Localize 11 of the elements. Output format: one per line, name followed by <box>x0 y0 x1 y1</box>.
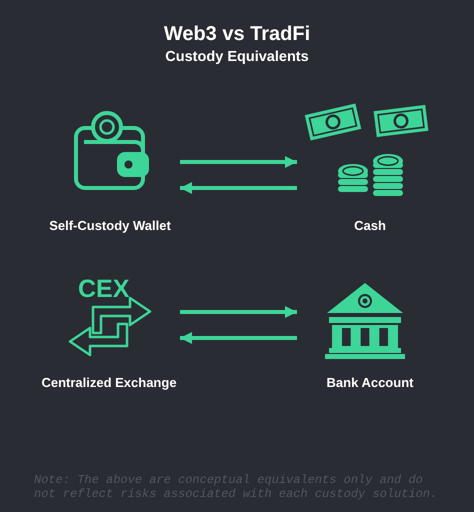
arrow <box>180 332 297 344</box>
node-label: Bank Account <box>326 375 414 391</box>
node-tag: CEX <box>78 275 130 303</box>
node-label: Self-Custody Wallet <box>49 218 171 234</box>
title: Web3 vs TradFi <box>164 23 310 46</box>
subtitle: Custody Equivalents <box>165 49 309 66</box>
arrow <box>180 306 297 318</box>
node-label: Centralized Exchange <box>41 375 177 391</box>
arrow <box>180 182 297 194</box>
node-label: Cash <box>354 218 386 234</box>
arrow <box>180 156 297 168</box>
